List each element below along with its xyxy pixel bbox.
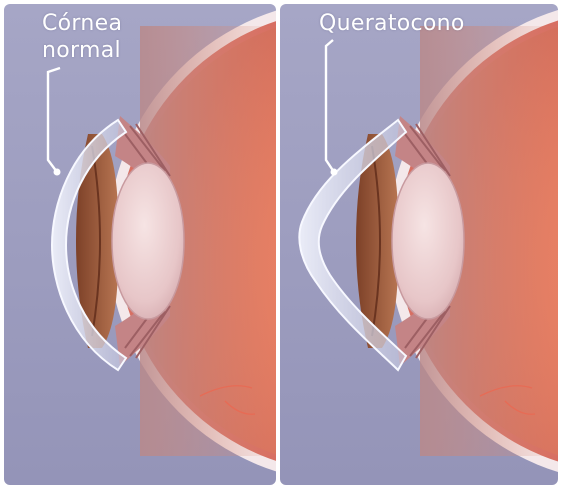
label-normal-line2: normal (42, 37, 122, 64)
label-normal-line1: Córnea (42, 10, 122, 37)
label-keratoconus-line1: Queratocono (319, 10, 465, 37)
label-normal-cornea: Córnea normal (42, 10, 122, 64)
label-keratoconus: Queratocono (319, 10, 465, 37)
panel-keratoconus (280, 0, 562, 485)
